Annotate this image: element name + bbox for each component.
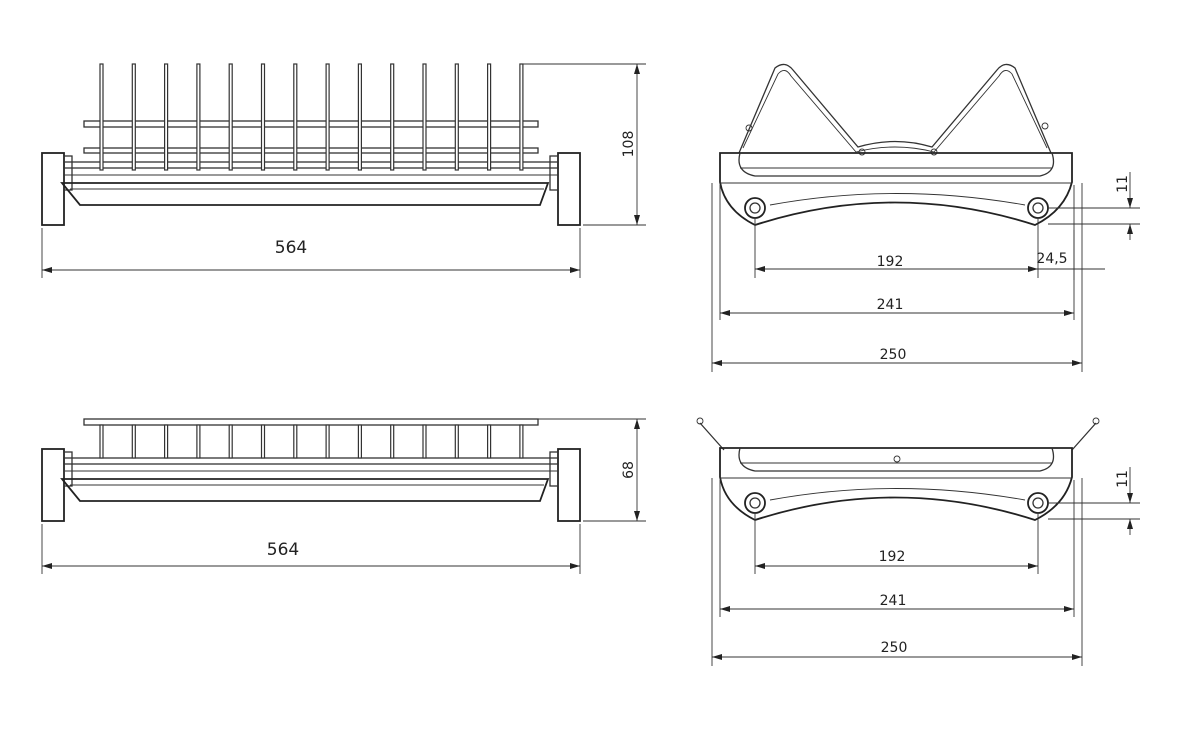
- bottom-side-outer-width-label: 250: [881, 640, 908, 656]
- plate-wire: [357, 63, 362, 171]
- cup-wire: [325, 424, 330, 459]
- top-rail: [83, 120, 539, 128]
- plate-wire: [325, 63, 330, 171]
- left-bracket: [63, 451, 73, 487]
- cup-wire: [260, 424, 266, 459]
- left-bracket: [63, 155, 73, 191]
- cup-wire: [390, 424, 395, 459]
- side-bracket: [719, 152, 1073, 226]
- plate-wire: [260, 63, 266, 171]
- bottom-side-inner-width-label: 241: [880, 593, 907, 609]
- top-rail: [83, 418, 539, 426]
- left-end-block: [41, 448, 65, 522]
- plate-wire: [196, 63, 201, 171]
- top-side-dimensions: 192 24,5 241 250 11: [711, 172, 1140, 372]
- left-mounting-hole: [744, 197, 766, 219]
- bottom-front-dimensions: 564 68: [41, 418, 646, 574]
- plate-wire: [164, 63, 169, 171]
- plate-wire: [422, 63, 427, 171]
- right-end-block: [557, 448, 581, 522]
- left-mounting-hole: [744, 492, 766, 514]
- plate-wire: [293, 63, 298, 171]
- bottom-front-height-label: 68: [621, 461, 637, 479]
- bottom-side-hole-spacing-label: 192: [879, 549, 906, 565]
- bottom-side-dimensions: 192 241 250 11: [711, 467, 1140, 666]
- wire-arms: [699, 422, 1097, 451]
- plate-wire: [99, 63, 104, 171]
- plate-rack-front-view: [41, 63, 581, 226]
- v-wire-frame: [738, 63, 1052, 154]
- top-front-width-label: 564: [275, 238, 307, 258]
- right-end-block: [557, 152, 581, 226]
- left-end-block: [41, 152, 65, 226]
- base-rail: [63, 457, 559, 465]
- plate-wire: [519, 63, 524, 171]
- cup-wire: [164, 424, 169, 459]
- bottom-front-width-label: 564: [267, 540, 299, 560]
- cup-wire: [293, 424, 298, 459]
- right-bracket: [549, 155, 559, 191]
- cup-wire: [454, 424, 459, 459]
- cup-wire: [99, 424, 104, 459]
- top-side-inner-width-label: 241: [877, 297, 904, 313]
- plate-wire: [454, 63, 459, 171]
- plate-wires: [99, 63, 524, 171]
- cup-wire: [357, 424, 362, 459]
- top-side-hole-height-label: 11: [1115, 175, 1131, 193]
- right-bracket: [549, 451, 559, 487]
- cup-wire: [422, 424, 427, 459]
- cup-wires: [99, 424, 524, 459]
- top-front-dimensions: 564 108: [41, 63, 646, 278]
- cup-wire: [487, 424, 492, 459]
- cup-wire: [131, 424, 136, 459]
- cup-wire: [228, 424, 233, 459]
- drip-tray: [60, 182, 550, 206]
- cup-rack-side-view: [696, 417, 1100, 521]
- bottom-side-hole-height-label: 11: [1115, 470, 1131, 488]
- top-side-hole-spacing-label: 192: [877, 254, 904, 270]
- cup-wire: [519, 424, 524, 459]
- plate-wire: [131, 63, 136, 171]
- base-rail: [63, 161, 559, 169]
- plate-wire: [487, 63, 492, 171]
- top-side-edge-offset-label: 24,5: [1036, 251, 1067, 267]
- right-mounting-hole: [1027, 492, 1049, 514]
- cup-wire: [196, 424, 201, 459]
- plate-wire: [228, 63, 233, 171]
- right-mounting-hole: [1027, 197, 1049, 219]
- top-front-height-label: 108: [621, 131, 637, 158]
- plate-wire: [390, 63, 395, 171]
- middle-rail: [83, 147, 539, 154]
- top-side-outer-width-label: 250: [880, 347, 907, 363]
- drip-tray: [60, 478, 550, 502]
- side-bracket: [719, 447, 1073, 521]
- cup-rack-front-view: [41, 418, 581, 522]
- plate-rack-side-view: [719, 63, 1073, 226]
